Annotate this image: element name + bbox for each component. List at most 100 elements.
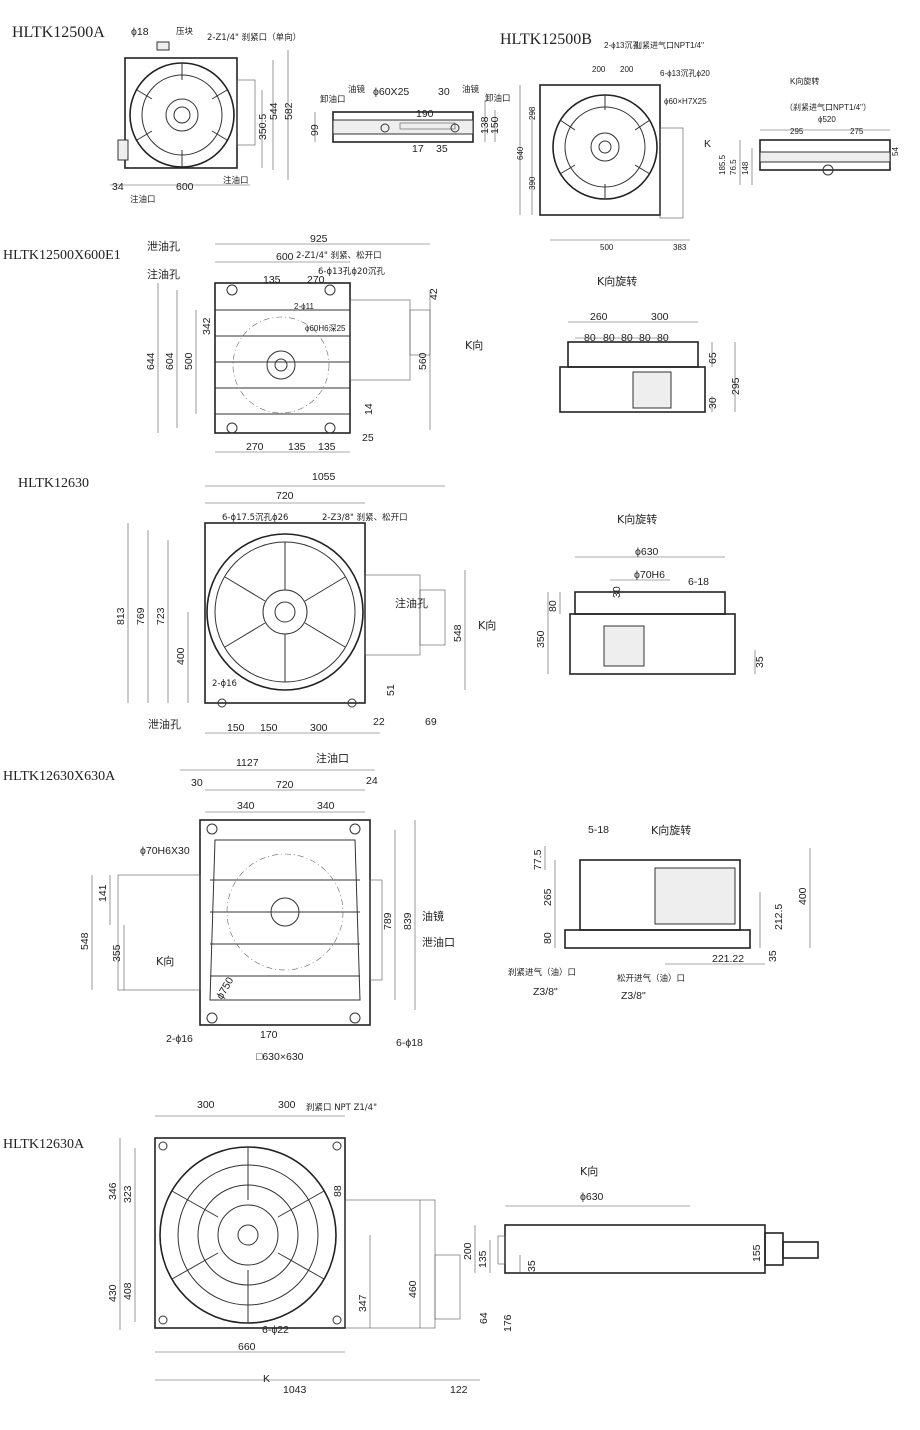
dim-630xk-4: 400 [797, 887, 809, 905]
title-hltk12500a: HLTK12500A [12, 24, 105, 41]
label-a-1: 2-Z1/4" 刹紧口（单向） [207, 32, 301, 43]
drawing-hltk12500b: HLTK12500B 200 200 640 390 298 500 383 2… [500, 31, 900, 252]
dim-b-6: 383 [673, 243, 687, 252]
label-e1-4: K向 [465, 338, 483, 352]
dim-a-10: 35 [436, 143, 448, 155]
dim-e1k-9: 30 [707, 397, 719, 409]
dim-e1-8: 604 [164, 352, 176, 370]
dim-630xk-2: 265 [542, 888, 554, 906]
dim-630xk-1: 77.5 [532, 849, 544, 870]
drawing-hltk12630x630a: HLTK12630X630A 1127 720 30 24 340 340 ϕ7… [3, 751, 455, 1063]
dim-630a-14: 176 [502, 1314, 514, 1332]
label-630-4: 2-ϕ16 [212, 679, 237, 689]
dim-630k-5: 350 [535, 630, 547, 648]
dim-630x-16: □630×630 [256, 1051, 304, 1063]
dim-a-9: 17 [412, 143, 424, 155]
title-630ak: K向 [580, 1164, 598, 1178]
dim-630x-11: 839 [402, 912, 414, 930]
dim-b-11: 76.5 [729, 159, 738, 175]
label-b-1: 刹紧进气口NPT1/4" [634, 40, 704, 50]
dim-630x-5: 340 [317, 800, 335, 812]
dim-630a-6: 88 [332, 1185, 344, 1197]
dim-e1-10: 342 [201, 317, 213, 335]
dim-a-13: 150 [489, 116, 501, 134]
label-b-3: ϕ60×H7X25 [664, 97, 707, 106]
dim-e1k-2: 80 [584, 332, 596, 344]
dim-630-6: 548 [452, 624, 464, 642]
dim-630x-9: 355 [111, 944, 123, 962]
dim-630-8: 150 [227, 722, 245, 734]
dim-a-7: 30 [438, 86, 450, 98]
dim-e1k-3: 80 [603, 332, 615, 344]
drawing-hltk12630-kview: K向旋转 ϕ630 ϕ70H6 6-18 30 80 350 35 [535, 512, 766, 675]
dim-a-11: 99 [309, 124, 321, 136]
dim-630-3: 769 [135, 607, 147, 625]
dim-b-8: 275 [850, 127, 864, 136]
dim-630x-1: 720 [276, 779, 294, 791]
dim-630xk-9: Z3/8" [621, 990, 646, 1002]
label-630a-1: K [263, 1373, 270, 1385]
dim-630-11: 22 [373, 716, 385, 728]
dim-e1-2: 135 [263, 274, 281, 286]
dim-e1-16: 25 [362, 432, 374, 444]
dim-630a-12: 122 [450, 1384, 468, 1396]
dim-630x-12: ϕ750 [214, 975, 236, 1001]
dim-b-3: 390 [528, 176, 537, 190]
label-a-7: 卸油口 [485, 93, 511, 104]
dim-e1k-7: 65 [707, 352, 719, 364]
title-630xk: K向旋转 [651, 823, 691, 837]
dim-630-4: 723 [155, 607, 167, 625]
label-b-0: 2-ϕ13沉孔 [604, 41, 641, 50]
dim-630a-9: 6-ϕ22 [262, 1324, 289, 1336]
dim-b-12: 185.5 [718, 154, 727, 175]
label-a-5: 油镜 [348, 84, 366, 95]
dim-e1-12: 14 [363, 403, 375, 415]
dim-630x-4: 340 [237, 800, 255, 812]
dim-630a-3: 323 [122, 1185, 134, 1203]
dim-e1-0: 925 [310, 233, 328, 245]
dim-e1-4: 2-ϕ11 [294, 302, 314, 311]
label-e1-3: 6-ϕ13孔ϕ20沉孔 [318, 267, 385, 277]
title-hltk12500x600e1: HLTK12500X600E1 [3, 248, 121, 263]
dim-630-2: 813 [115, 607, 127, 625]
dim-630xk-6: 221.22 [712, 953, 744, 965]
dim-a-6: ϕ60X25 [373, 86, 409, 98]
dim-630ak-1: 200 [462, 1242, 474, 1260]
dim-630xk-5: 212.5 [773, 904, 785, 930]
dim-630a-1: 300 [278, 1099, 296, 1111]
dim-630-1: 720 [276, 490, 294, 502]
dim-e1-5: ϕ60H6深25 [305, 324, 346, 333]
drawing-hltk12630a-kview: K向 ϕ630 200 135 35 155 [462, 1164, 819, 1274]
dim-630a-5: 408 [122, 1282, 134, 1300]
dim-e1-13: 270 [246, 441, 264, 453]
dim-630ak-2: 135 [477, 1250, 489, 1268]
label-630-0: 6-ϕ17.5沉孔ϕ26 [222, 513, 288, 523]
drawing-hltk12500x600e1-kview: K向旋转 260 300 80 80 80 80 80 65 295 30 [559, 274, 742, 413]
dim-630-10: 300 [310, 722, 328, 734]
dim-630x-7: 141 [97, 884, 109, 902]
dim-a-4: 34 [112, 181, 124, 193]
label-a-3: 注油口 [130, 194, 156, 205]
dim-630x-10: 789 [382, 912, 394, 930]
label-630x-2: 泄油口 [422, 935, 455, 949]
dim-e1-7: 644 [145, 352, 157, 370]
dim-e1k-5: 80 [639, 332, 651, 344]
dim-a-0: ϕ18 [131, 26, 149, 38]
dim-630xk-7: 35 [767, 950, 779, 962]
label-a-0: 压块 [176, 26, 194, 37]
dim-e1-1: 600 [276, 251, 294, 263]
drawing-hltk12630x630a-kview: K向旋转 5-18 77.5 265 80 400 212.5 221.22 3… [508, 823, 811, 1002]
dim-e1k-4: 80 [621, 332, 633, 344]
dim-630xk-3: 80 [542, 932, 554, 944]
label-630x-0: 注油口 [316, 751, 349, 765]
label-630-2: 注油孔 [395, 596, 428, 610]
dim-e1-3: 270 [307, 274, 325, 286]
dim-630k-1: ϕ70H6 [634, 569, 665, 581]
label-630a-0: 刹紧口 NPT Z1/4" [306, 1103, 377, 1113]
dim-e1-9: 500 [183, 352, 195, 370]
dim-b-13: 54 [891, 147, 900, 156]
dim-b-7: 295 [790, 127, 804, 136]
dim-630x-3: 24 [366, 775, 378, 787]
dim-630x-15: 6-ϕ18 [396, 1037, 423, 1049]
drawing-hltk12630: HLTK12630 1055 720 813 769 723 400 548 5… [18, 471, 496, 734]
